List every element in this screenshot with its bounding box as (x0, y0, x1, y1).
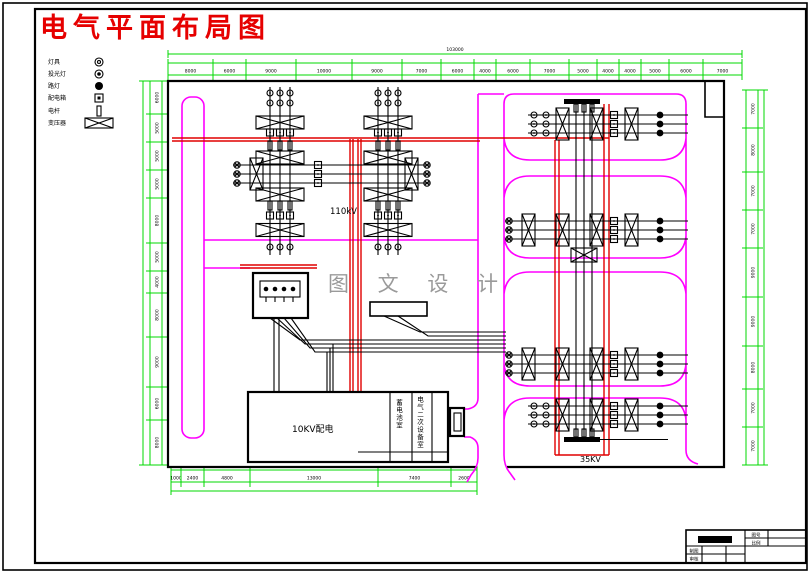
svg-text:5000: 5000 (155, 150, 161, 162)
svg-text:6000: 6000 (507, 69, 519, 75)
bays-110kv: 110kV (233, 87, 431, 255)
svg-text:8000: 8000 (751, 144, 757, 156)
label-building: 10KV配电 (292, 423, 334, 435)
legend-symbol-double-circle (94, 57, 104, 67)
junction-box (369, 301, 428, 317)
dim-chain-left: 6000 5000 5000 5000 8000 5000 4000 8000 9000 6000… (146, 80, 167, 466)
svg-text:7000: 7000 (751, 402, 757, 414)
svg-text:7000: 7000 (751, 223, 757, 235)
legend-label-1: 灯具 (48, 58, 60, 66)
svg-text:1000: 1000 (170, 476, 182, 482)
legend-label-2: 投光灯 (48, 70, 66, 78)
control-box (251, 271, 310, 320)
svg-text:9000: 9000 (265, 69, 277, 75)
label-110kv: 110kV (330, 207, 357, 217)
svg-text:9000: 9000 (155, 356, 161, 368)
label-room-secondary: 电气二次设备室 (415, 396, 424, 449)
svg-text:8000: 8000 (155, 215, 161, 227)
bus-mid-switch (570, 247, 598, 263)
svg-text:4000: 4000 (479, 69, 491, 75)
title-block: 图号 比例 制图 审核 (685, 529, 807, 564)
label-room-battery: 蓄电池室 (394, 399, 403, 429)
svg-text:8000: 8000 (751, 362, 757, 374)
legend-symbol-filled-circle (95, 82, 103, 90)
drawing-title: 电气平面布局图 (40, 13, 271, 44)
dim-chain-top: 8000 6000 9000 10000 9000 7000 6000 4000 6000 700… (167, 59, 743, 80)
label-35kv: 35KV (580, 455, 601, 464)
title-block-no-label: 图号 (752, 533, 761, 539)
svg-text:7400: 7400 (409, 476, 421, 482)
legend-labels: 灯具 投光灯 路灯 配电箱 电杆 变压器 (48, 58, 66, 127)
svg-text:8000: 8000 (155, 437, 161, 449)
svg-text:6000: 6000 (224, 69, 236, 75)
svg-text:9000: 9000 (371, 69, 383, 75)
legend-label-5: 电杆 (48, 107, 60, 115)
dim-chain-right: 7000 8000 7000 7000 9000 9000 8000 7000 7000 (742, 89, 763, 466)
svg-text:7000: 7000 (751, 185, 757, 197)
title-block-draw-label: 制图 (690, 548, 699, 555)
road-ladder (503, 93, 699, 465)
watermark-text: 图 文 设 计 (328, 272, 510, 296)
dim-top-total: 103000 (446, 47, 463, 53)
svg-text:6000: 6000 (680, 69, 692, 75)
svg-text:9000: 9000 (751, 267, 757, 279)
svg-text:4800: 4800 (221, 476, 233, 482)
title-block-logo (698, 536, 732, 543)
svg-text:7000: 7000 (751, 440, 757, 452)
svg-text:5000: 5000 (155, 251, 161, 263)
road-left (181, 96, 205, 439)
svg-text:8000: 8000 (185, 69, 197, 75)
svg-text:5000: 5000 (649, 69, 661, 75)
svg-text:4000: 4000 (602, 69, 614, 75)
svg-text:4000: 4000 (624, 69, 636, 75)
plan-outline (166, 79, 726, 469)
cable-runs-black (269, 301, 506, 392)
svg-text:6000: 6000 (155, 398, 161, 410)
dim-chain-bottom: 1000 2400 4800 13000 7400 2600 (170, 466, 478, 487)
road-branch (204, 239, 478, 269)
svg-text:13000: 13000 (307, 476, 321, 482)
bus-35kv (564, 99, 668, 442)
svg-text:6000: 6000 (155, 92, 161, 104)
legend-symbol-square-dot (94, 93, 104, 103)
title-block-check-label: 审核 (690, 556, 699, 563)
svg-text:7000: 7000 (751, 103, 757, 115)
svg-text:7000: 7000 (717, 69, 729, 75)
legend-symbol-circle-dot (94, 69, 104, 79)
legend-symbol-transformer-bowtie (84, 117, 114, 129)
svg-text:7000: 7000 (416, 69, 428, 75)
roads (181, 93, 699, 483)
legend-label-3: 路灯 (48, 82, 60, 90)
building-10kv: 10KV配电 (246, 390, 466, 464)
legend-label-4: 配电箱 (48, 94, 66, 102)
bay-tie-arm (233, 157, 431, 191)
dim-overall-lines: 103000 (139, 47, 768, 495)
legend-symbol-bar (96, 105, 102, 117)
svg-text:5000: 5000 (577, 69, 589, 75)
building-door (448, 406, 466, 438)
legend-label-6: 变压器 (48, 119, 66, 127)
bays-35kv: 35KV (505, 99, 688, 464)
corner-room (704, 81, 724, 118)
svg-text:6000: 6000 (452, 69, 464, 75)
svg-text:10000: 10000 (317, 69, 331, 75)
svg-text:9000: 9000 (751, 316, 757, 328)
title-block-scale-label: 比例 (752, 540, 761, 547)
svg-text:7000: 7000 (544, 69, 556, 75)
svg-text:5000: 5000 (155, 178, 161, 190)
cable-trenches (172, 104, 610, 456)
legend-symbols (84, 57, 114, 129)
svg-text:5000: 5000 (155, 122, 161, 134)
svg-text:2400: 2400 (187, 476, 199, 482)
svg-text:8000: 8000 (155, 309, 161, 321)
svg-text:4000: 4000 (155, 276, 161, 288)
road-center (464, 93, 516, 483)
svg-text:2600: 2600 (458, 476, 470, 482)
